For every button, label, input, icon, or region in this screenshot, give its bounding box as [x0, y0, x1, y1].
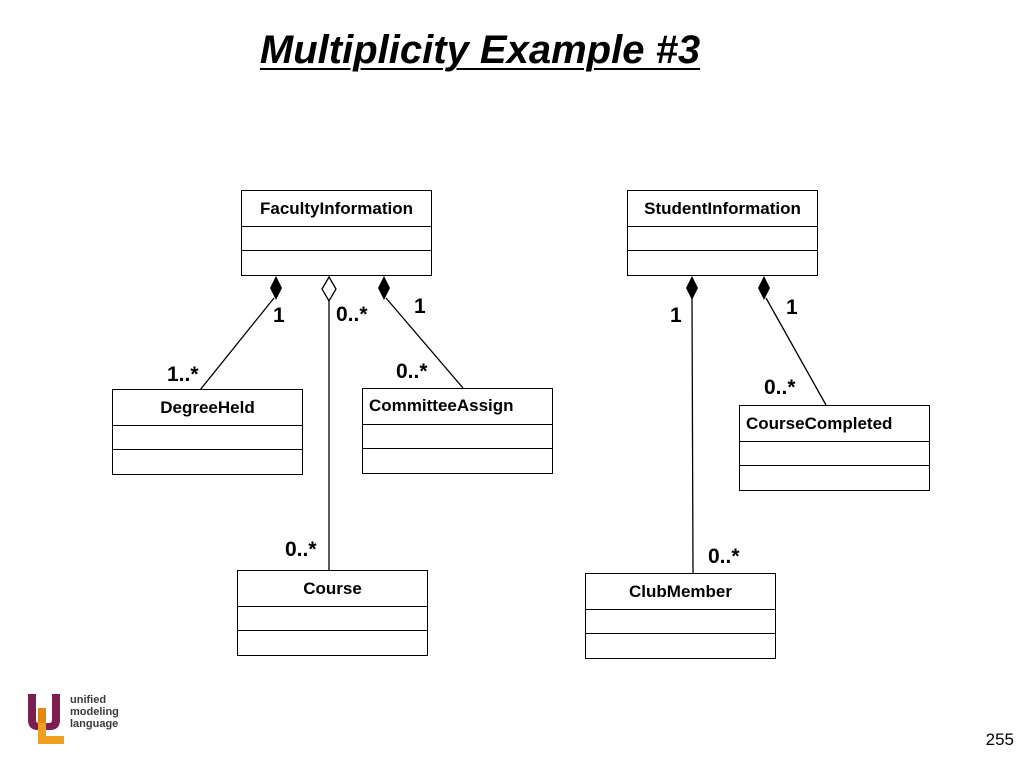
multiplicity-label: 1..* [167, 363, 199, 386]
class-name-student-information: StudentInformation [644, 199, 801, 218]
class-separator [740, 441, 929, 442]
multiplicity-label: 1 [786, 296, 798, 319]
class-separator [628, 250, 817, 251]
logo-line: unified [70, 694, 107, 706]
multiplicity-label: 0..* [285, 538, 317, 561]
class-box-committee-assign: CommitteeAssign [362, 388, 553, 474]
logo-line: language [70, 718, 119, 730]
class-separator [586, 609, 775, 610]
class-separator [113, 425, 302, 426]
multiplicity-label: 0..* [396, 360, 428, 383]
student-club-diamond [686, 276, 698, 300]
class-separator [113, 449, 302, 450]
class-separator [238, 630, 427, 631]
class-name-faculty-information: FacultyInformation [259, 199, 413, 218]
class-separator [628, 226, 817, 227]
class-separator [363, 448, 552, 449]
class-name-course-completed: CourseCompleted [746, 414, 893, 433]
faculty-degree-diamond [270, 276, 282, 300]
class-separator [242, 226, 431, 227]
class-separator [740, 465, 929, 466]
class-box-degree-held: DegreeHeld [112, 389, 303, 475]
class-box-course: Course [237, 570, 428, 656]
multiplicity-label: 0..* [336, 303, 368, 326]
class-box-faculty-information: FacultyInformation [241, 190, 432, 276]
multiplicity-label: 0..* [708, 545, 740, 568]
uml-logo-text: unified modeling language [70, 694, 119, 730]
class-name-committee-assign: CommitteeAssign [369, 396, 514, 415]
uml-logo-icon [28, 694, 64, 744]
class-separator [238, 606, 427, 607]
slide-title: Multiplicity Example #3 [259, 28, 701, 72]
class-name-club-member: ClubMember [629, 582, 732, 601]
logo-line: modeling [70, 706, 119, 718]
multiplicity-label: 1 [670, 304, 682, 327]
page-number: 255 [985, 730, 1014, 749]
faculty-committee-diamond [378, 276, 390, 300]
class-box-student-information: StudentInformation [627, 190, 818, 276]
student-club-line [691, 297, 694, 574]
uml-logo: unified modeling language [24, 690, 134, 746]
multiplicity-label: 0..* [764, 376, 796, 399]
faculty-degree-line [199, 297, 275, 391]
student-completed-line [765, 297, 827, 406]
class-separator [586, 633, 775, 634]
multiplicity-label: 1 [273, 304, 285, 327]
student-completed-diamond [758, 276, 770, 300]
class-name-course: Course [303, 579, 362, 598]
class-box-course-completed: CourseCompleted [739, 405, 930, 491]
class-separator [363, 424, 552, 425]
class-box-club-member: ClubMember [585, 573, 776, 659]
multiplicity-label: 1 [414, 295, 426, 318]
class-separator [242, 250, 431, 251]
faculty-committee-line [385, 297, 464, 389]
class-name-degree-held: DegreeHeld [160, 398, 255, 417]
faculty-course-diamond [321, 275, 337, 303]
